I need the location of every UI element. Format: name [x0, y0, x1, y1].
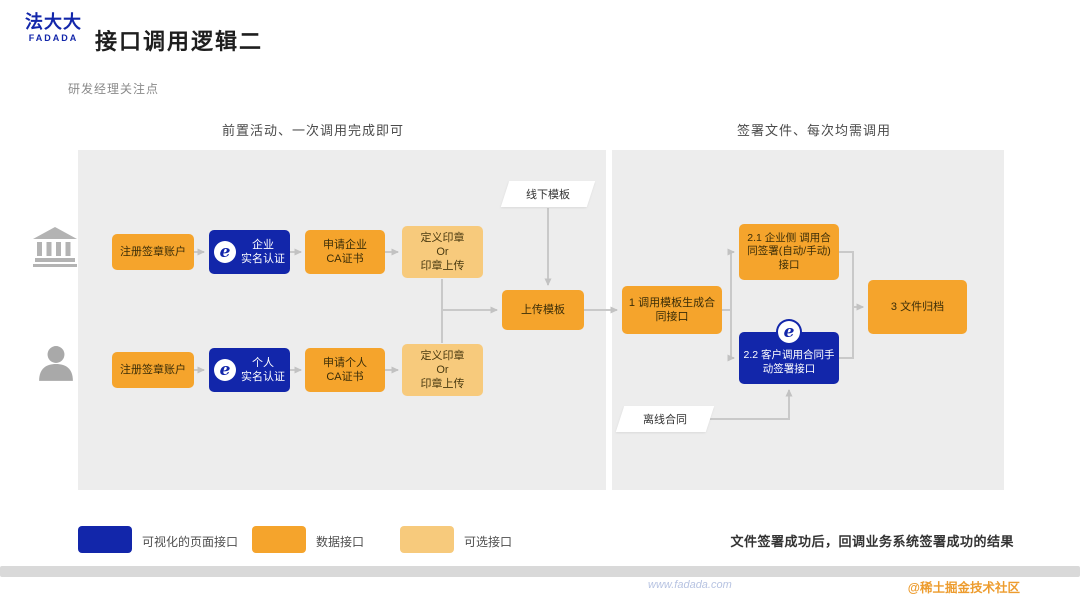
bottom-divider-bar [0, 566, 1080, 577]
enterprise-bank-icon [33, 227, 77, 267]
left-section-title: 前置活动、一次调用完成即可 [222, 123, 405, 138]
page-title: 接口调用逻辑二 [95, 29, 264, 54]
step-2-2-label: 2.2 客户调用合同手 动签署接口 [743, 349, 835, 375]
e-cert-icon: e [778, 321, 800, 343]
step-2-2-box: e 2.2 客户调用合同手 动签署接口 [739, 321, 839, 384]
fadada-site-watermark: www.fadada.com [648, 579, 732, 591]
person-icon [39, 346, 73, 381]
personal-auth-label: 个人 实名认证 [241, 356, 285, 383]
page-subtitle: 研发经理关注点 [68, 82, 160, 96]
step-2-1-box: 2.1 企业侧 调用合 同签署(自动/手动) 接口 [739, 224, 839, 280]
personal-register-box: 注册签章账户 [112, 352, 194, 388]
legend-label-visual-api: 可视化的页面接口 [142, 535, 239, 549]
e-cert-icon: e [214, 241, 236, 263]
offline-template-flag: 线下模板 [500, 181, 596, 207]
legend-swatch-visual-api [78, 526, 132, 553]
legend-label-optional-api: 可选接口 [464, 535, 513, 549]
offline-contract-flag: 离线合同 [615, 406, 715, 432]
logo-cn-text: 法大大 [25, 12, 82, 32]
step-1-box: 1 调用模板生成合 同接口 [622, 286, 722, 334]
enterprise-ca-box: 申请企业 CA证书 [305, 230, 385, 274]
enterprise-seal-box: 定义印章 Or 印章上传 [402, 226, 483, 278]
right-section-title: 签署文件、每次均需调用 [737, 123, 892, 138]
enterprise-auth-label: 企业 实名认证 [241, 238, 285, 265]
legend-label-data-api: 数据接口 [316, 535, 365, 549]
personal-seal-box: 定义印章 Or 印章上传 [402, 344, 483, 396]
personal-auth-box: e 个人 实名认证 [209, 348, 290, 392]
offline-template-label: 线下模板 [526, 189, 570, 201]
enterprise-register-box: 注册签章账户 [112, 234, 194, 270]
e-cert-icon: e [214, 359, 236, 381]
callback-note: 文件签署成功后，回调业务系统签署成功的结果 [730, 534, 1014, 549]
juejin-community-watermark: @稀土掘金技术社区 [907, 581, 1020, 595]
logo-en-text: FADADA [28, 32, 79, 43]
personal-ca-box: 申请个人 CA证书 [305, 348, 385, 392]
legend-swatch-data-api [252, 526, 306, 553]
upload-template-box: 上传模板 [502, 290, 584, 330]
legend-swatch-optional-api [400, 526, 454, 553]
enterprise-auth-box: e 企业 实名认证 [209, 230, 290, 274]
step-3-box: 3 文件归档 [868, 280, 967, 334]
fadada-logo: 法大大 FADADA [25, 12, 82, 43]
offline-contract-label: 离线合同 [643, 414, 687, 426]
